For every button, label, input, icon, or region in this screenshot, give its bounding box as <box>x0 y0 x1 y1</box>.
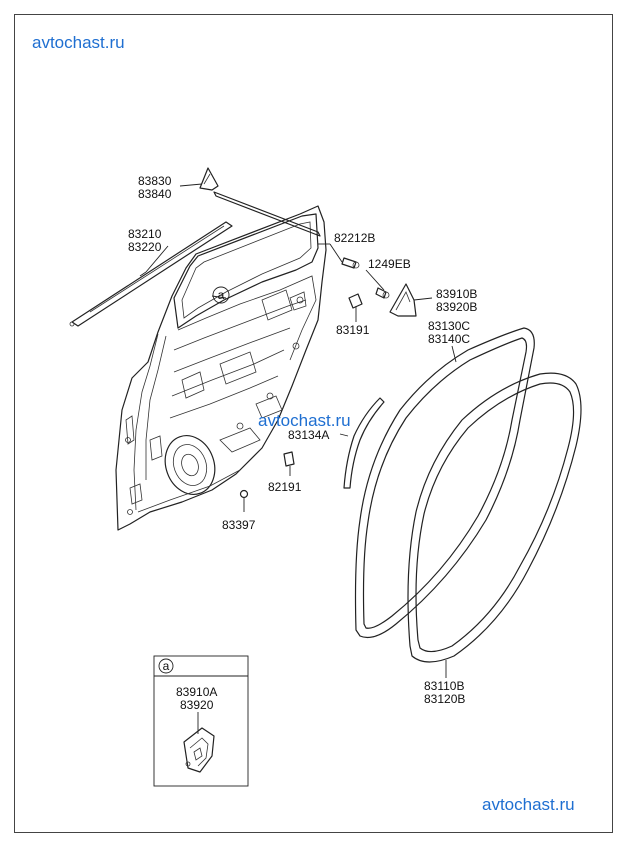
detail-part-83910A <box>183 727 215 773</box>
label-82212B: 82212B <box>334 231 375 245</box>
leader-lines <box>139 183 457 678</box>
label-83120B: 83120B <box>424 692 465 706</box>
label-83830: 83830 <box>138 174 172 188</box>
callout-a-letter: a <box>218 288 225 302</box>
rear-door-panel <box>115 205 327 531</box>
bolt-1249EB <box>375 287 390 299</box>
body-side-seal-83110B <box>407 372 582 663</box>
callout-a-marker: a <box>212 286 230 304</box>
label-83134A: 83134A <box>288 428 329 442</box>
watermark-bottom: avtochast.ru <box>482 795 575 814</box>
label-83397: 83397 <box>222 518 256 532</box>
label-83130C: 83130C <box>428 319 470 333</box>
corner-garnish-83830 <box>199 167 321 237</box>
label-83110B: 83110B <box>424 679 464 693</box>
label-83220: 83220 <box>128 240 162 254</box>
bolt-82212B <box>341 257 360 269</box>
clip-83191 <box>348 293 363 309</box>
label-83840: 83840 <box>138 187 172 201</box>
label-1249EB: 1249EB <box>368 257 411 271</box>
delta-garnish-83910B <box>389 283 417 317</box>
detail-label-83920: 83920 <box>180 698 214 712</box>
door-opening-seal-83130C <box>354 327 535 639</box>
detail-label-83910A: 83910A <box>176 685 217 699</box>
label-83210: 83210 <box>128 227 162 241</box>
label-83140C: 83140C <box>428 332 470 346</box>
watermark-middle: avtochast.ru <box>258 411 351 430</box>
detail-box-a: a 83910A 83920 <box>153 655 249 787</box>
weatherstrip-83134A <box>343 397 385 489</box>
part-labels: 83830 83840 83210 83220 82212B 1249EB 83… <box>128 174 477 706</box>
clip-82191 <box>283 451 295 467</box>
outer-frame <box>14 14 613 833</box>
belt-moulding-strip <box>69 221 233 327</box>
label-82191: 82191 <box>268 480 302 494</box>
label-83191: 83191 <box>336 323 370 337</box>
label-83910B: 83910B <box>436 287 477 301</box>
detail-box-ref-letter: a <box>163 659 170 673</box>
watermark-top: avtochast.ru <box>32 33 125 52</box>
plug-83397 <box>239 489 249 499</box>
label-83920B: 83920B <box>436 300 477 314</box>
